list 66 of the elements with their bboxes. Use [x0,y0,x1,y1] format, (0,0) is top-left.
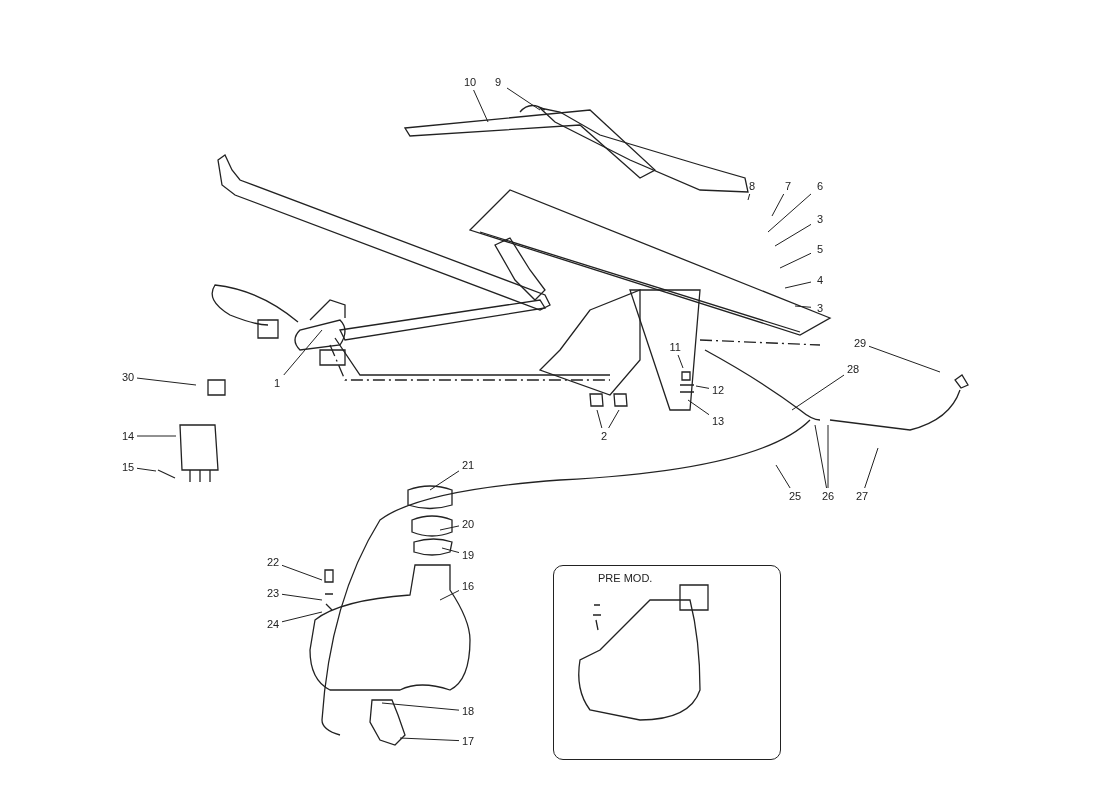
leader-line [791,374,845,411]
leader-line [596,409,603,429]
callout-number: 22 [267,556,280,568]
callout-number: 30 [122,371,135,383]
leader-line [136,435,177,437]
leader-line [695,385,710,389]
callout-number: 18 [462,705,475,717]
callout-number: 2 [601,430,608,442]
leader-line [381,702,460,711]
inset-panel [553,565,781,760]
callout-number: 25 [789,490,802,502]
callout-number: 8 [749,180,756,192]
leader-line [677,354,684,369]
leader-line [439,590,460,601]
callout-number: 7 [785,180,792,192]
callout-number: 5 [817,243,824,255]
callout-number: 4 [817,274,824,286]
leader-line [767,193,812,233]
leader-line [747,193,751,201]
leader-line [784,281,812,289]
leader-line [399,737,460,742]
leader-line [779,252,812,269]
leader-line [827,424,829,489]
callout-number: 10 [464,76,477,88]
leader-line [868,345,941,373]
callout-number: 28 [847,363,860,375]
callout-number: 29 [854,337,867,349]
callout-number: 15 [122,461,135,473]
callout-number: 13 [712,415,725,427]
callout-number: 26 [822,490,835,502]
leader-line [281,564,323,581]
leader-line [506,87,541,111]
callout-number: 12 [712,384,725,396]
leader-line [608,409,620,429]
callout-number: 17 [462,735,475,747]
callout-number: 1 [274,377,281,389]
leader-line [814,424,828,489]
callout-number: 23 [267,587,280,599]
leader-line [283,329,323,376]
callout-number: 20 [462,518,475,530]
leader-line [429,470,460,491]
leader-line [864,447,879,489]
callout-number: 9 [495,76,502,88]
leader-line [136,377,197,386]
leader-line [687,399,710,416]
callout-number: 11 [669,341,681,353]
callout-number: 16 [462,580,475,592]
leader-line [441,547,460,554]
leader-line [281,593,323,601]
leader-line [794,305,812,308]
leader-line [775,464,791,489]
leader-line [281,611,323,623]
leader-line [136,467,157,472]
callout-number: 3 [817,302,824,314]
leader-line [774,223,812,247]
leader-line [771,193,785,217]
callout-number: 3 [817,213,824,225]
callout-number: 14 [122,430,135,442]
panel-heading: PRE MOD. [598,572,653,584]
callout-number: 21 [462,459,475,471]
leader-line [473,89,489,123]
callout-number: 27 [856,490,869,502]
callout-number: 6 [817,180,824,192]
callout-number: 19 [462,549,475,561]
leader-line [439,525,460,531]
callout-number: 24 [267,618,280,630]
